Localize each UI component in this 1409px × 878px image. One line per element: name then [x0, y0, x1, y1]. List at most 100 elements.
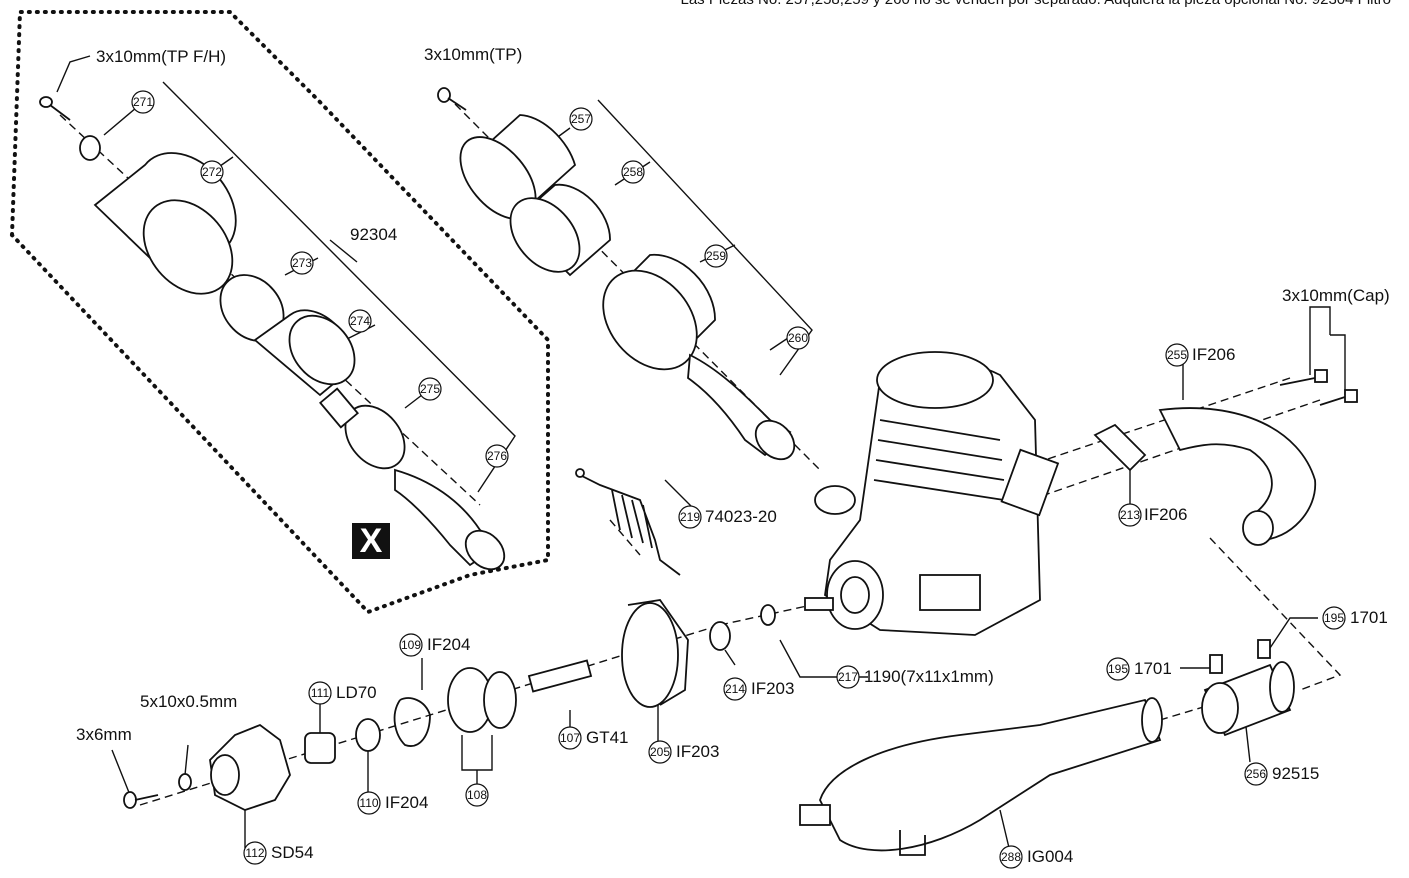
label-washer-5x10: 5x10x0.5mm	[140, 692, 238, 711]
filter-hose-icon	[394, 468, 506, 571]
filter-base-icon	[319, 387, 406, 470]
callout-217: 217	[836, 665, 860, 689]
code-110: IF204	[385, 793, 429, 812]
label-kit-92304: 92304	[350, 225, 398, 244]
exhaust-manifold-icon	[1158, 407, 1316, 546]
code-255: IF206	[1192, 345, 1236, 364]
code-219: 74023-20	[705, 507, 777, 526]
manifold-gasket-icon	[1093, 423, 1147, 472]
callout-219: 219	[678, 505, 702, 529]
callout-276: 276	[485, 444, 509, 468]
callout-195-left: 195	[1106, 657, 1130, 681]
svg-text:257: 257	[571, 112, 591, 126]
clutch-bell-icon	[209, 723, 291, 811]
engine-icon	[804, 351, 1060, 636]
callout-214: 214	[723, 677, 747, 701]
grommet-icon	[79, 135, 101, 161]
clutch-shoe-icon	[447, 667, 517, 733]
callout-109: 109	[399, 633, 423, 657]
callout-258: 258	[621, 160, 645, 184]
code-111: LD70	[336, 683, 377, 702]
code-214: IF203	[751, 679, 795, 698]
label-screw-cap: 3x10mm(Cap)	[1282, 286, 1390, 305]
filter-element-icon	[509, 183, 611, 277]
svg-text:288: 288	[1001, 850, 1021, 864]
needle-bearing-icon	[304, 732, 336, 764]
header-note: Las Piezas No. 257,258,259 y 260 no se v…	[681, 0, 1392, 8]
code-112: SD54	[271, 843, 314, 862]
svg-text:111: 111	[311, 686, 330, 700]
svg-text:271: 271	[133, 95, 153, 109]
code-107: GT41	[586, 728, 629, 747]
flywheel-icon	[621, 599, 689, 708]
callout-110: 110	[357, 791, 381, 815]
callout-274: 274	[348, 309, 372, 333]
code-195-left: 1701	[1134, 659, 1172, 678]
optional-kit-outline	[10, 10, 550, 615]
svg-text:213: 213	[1120, 508, 1140, 522]
svg-text:195: 195	[1324, 611, 1344, 625]
svg-text:219: 219	[680, 510, 700, 524]
label-screw-tp-fh: 3x10mm(TP F/H)	[96, 47, 227, 66]
svg-text:272: 272	[202, 165, 222, 179]
spring-loop-icon	[575, 468, 585, 478]
callout-205: 205	[648, 740, 672, 764]
callout-288: 288	[999, 845, 1023, 869]
pipe-coupler-icon	[1201, 639, 1295, 737]
svg-text:217: 217	[838, 670, 858, 684]
code-256: 92515	[1272, 764, 1320, 783]
label-screw-tp: 3x10mm(TP)	[424, 45, 523, 64]
filter-case-icon	[602, 253, 716, 371]
filter-sponge-inner-icon	[253, 309, 356, 397]
callout-259: 259	[704, 244, 728, 268]
intake-hose-icon	[687, 353, 796, 461]
clutch-washer-icon	[355, 718, 381, 752]
svg-text:273: 273	[292, 256, 312, 270]
callout-108: 108	[465, 783, 489, 807]
svg-text:256: 256	[1246, 767, 1266, 781]
callout-272: 272	[200, 160, 224, 184]
svg-text:214: 214	[725, 682, 745, 696]
callout-195-right: 195	[1322, 606, 1346, 630]
small-screw-icon	[123, 791, 159, 809]
svg-text:109: 109	[401, 638, 421, 652]
screw-tp-fh-icon	[39, 96, 71, 121]
svg-text:276: 276	[487, 449, 507, 463]
callout-256: 256	[1244, 762, 1268, 786]
callout-111: 111	[308, 681, 332, 705]
callout-273: 273	[290, 251, 314, 275]
cone-icon	[709, 621, 731, 651]
callout-213: 213	[1118, 503, 1142, 527]
label-screw-3x6: 3x6mm	[76, 725, 132, 744]
svg-text:259: 259	[706, 249, 726, 263]
code-288: IG004	[1027, 847, 1074, 866]
crankshaft-washer-icon	[760, 604, 776, 626]
screw-tp-icon	[437, 87, 467, 111]
svg-text:258: 258	[623, 165, 643, 179]
clutch-spring-icon	[393, 697, 431, 747]
svg-text:107: 107	[560, 731, 580, 745]
svg-text:112: 112	[245, 846, 264, 860]
code-213: IF206	[1144, 505, 1188, 524]
callout-275: 275	[418, 377, 442, 401]
svg-text:205: 205	[650, 745, 670, 759]
svg-text:195: 195	[1108, 662, 1128, 676]
callout-260: 260	[786, 326, 810, 350]
svg-text:108: 108	[467, 788, 487, 802]
washer-icon	[178, 773, 192, 791]
svg-text:274: 274	[350, 314, 370, 328]
callout-107: 107	[558, 726, 582, 750]
collet-nut-icon	[527, 659, 593, 693]
callout-257: 257	[569, 107, 593, 131]
optional-part-marker: X	[352, 523, 390, 559]
svg-text:275: 275	[420, 382, 440, 396]
filter-sponge-outer-icon	[93, 152, 237, 295]
callout-255: 255	[1165, 343, 1189, 367]
svg-text:260: 260	[788, 331, 808, 345]
code-205: IF203	[676, 742, 720, 761]
callout-271: 271	[131, 90, 155, 114]
cap-screw-icon	[1279, 369, 1358, 406]
code-195-right: 1701	[1350, 608, 1388, 627]
svg-text:255: 255	[1167, 348, 1187, 362]
